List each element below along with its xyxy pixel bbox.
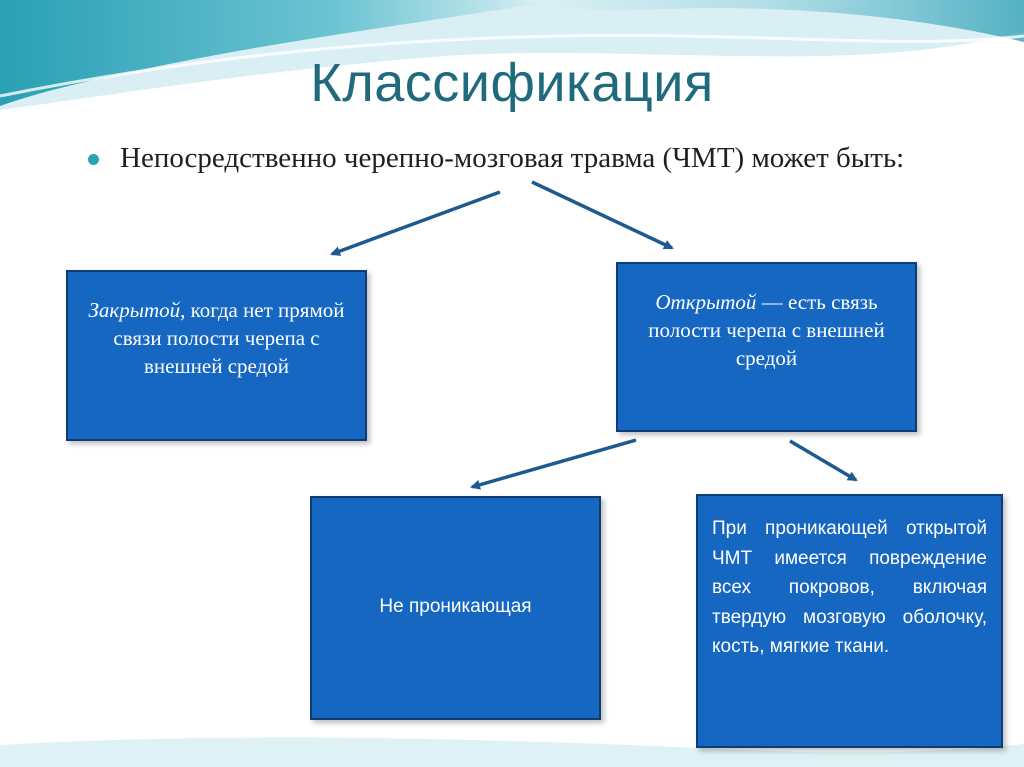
open-injury-box: Открытой — есть связь полости черепа с в… bbox=[616, 262, 917, 432]
slide-title: Классификация bbox=[310, 53, 714, 113]
bullet-text: Непосредственно черепно-мозговая травма … bbox=[120, 142, 905, 174]
open-description: — есть связь полости черепа с внешней ср… bbox=[648, 290, 885, 370]
open-term: Открытой bbox=[655, 290, 757, 314]
open-injury-text: Открытой — есть связь полости черепа с в… bbox=[630, 288, 903, 372]
non-penetrating-box: Не проникающая bbox=[310, 496, 601, 720]
closed-description: , когда нет прямой связи полости черепа … bbox=[113, 298, 345, 378]
top-wave-teal bbox=[0, 0, 560, 106]
penetrating-box: При проникающей открытой ЧМТ имеется пов… bbox=[696, 494, 1003, 748]
closed-injury-box: Закрытой, когда нет прямой связи полости… bbox=[66, 270, 367, 441]
arrow-to-open bbox=[531, 180, 674, 250]
bullet-dot-icon bbox=[88, 154, 99, 165]
bottom-wave bbox=[0, 737, 1024, 767]
penetrating-description: При проникающей открытой ЧМТ имеется пов… bbox=[712, 518, 987, 657]
bullet-item: Непосредственно черепно-мозговая травма … bbox=[88, 138, 972, 179]
top-wave-line bbox=[0, 33, 1024, 98]
non-penetrating-label: Не проникающая bbox=[379, 596, 532, 617]
arrow-to-nonpenetrating bbox=[470, 438, 637, 490]
closed-injury-text: Закрытой, когда нет прямой связи полости… bbox=[82, 296, 351, 380]
arrow-to-closed bbox=[330, 190, 501, 256]
top-wave-right bbox=[520, 0, 1024, 42]
closed-term: Закрытой bbox=[88, 298, 181, 322]
arrow-to-penetrating bbox=[789, 439, 858, 482]
